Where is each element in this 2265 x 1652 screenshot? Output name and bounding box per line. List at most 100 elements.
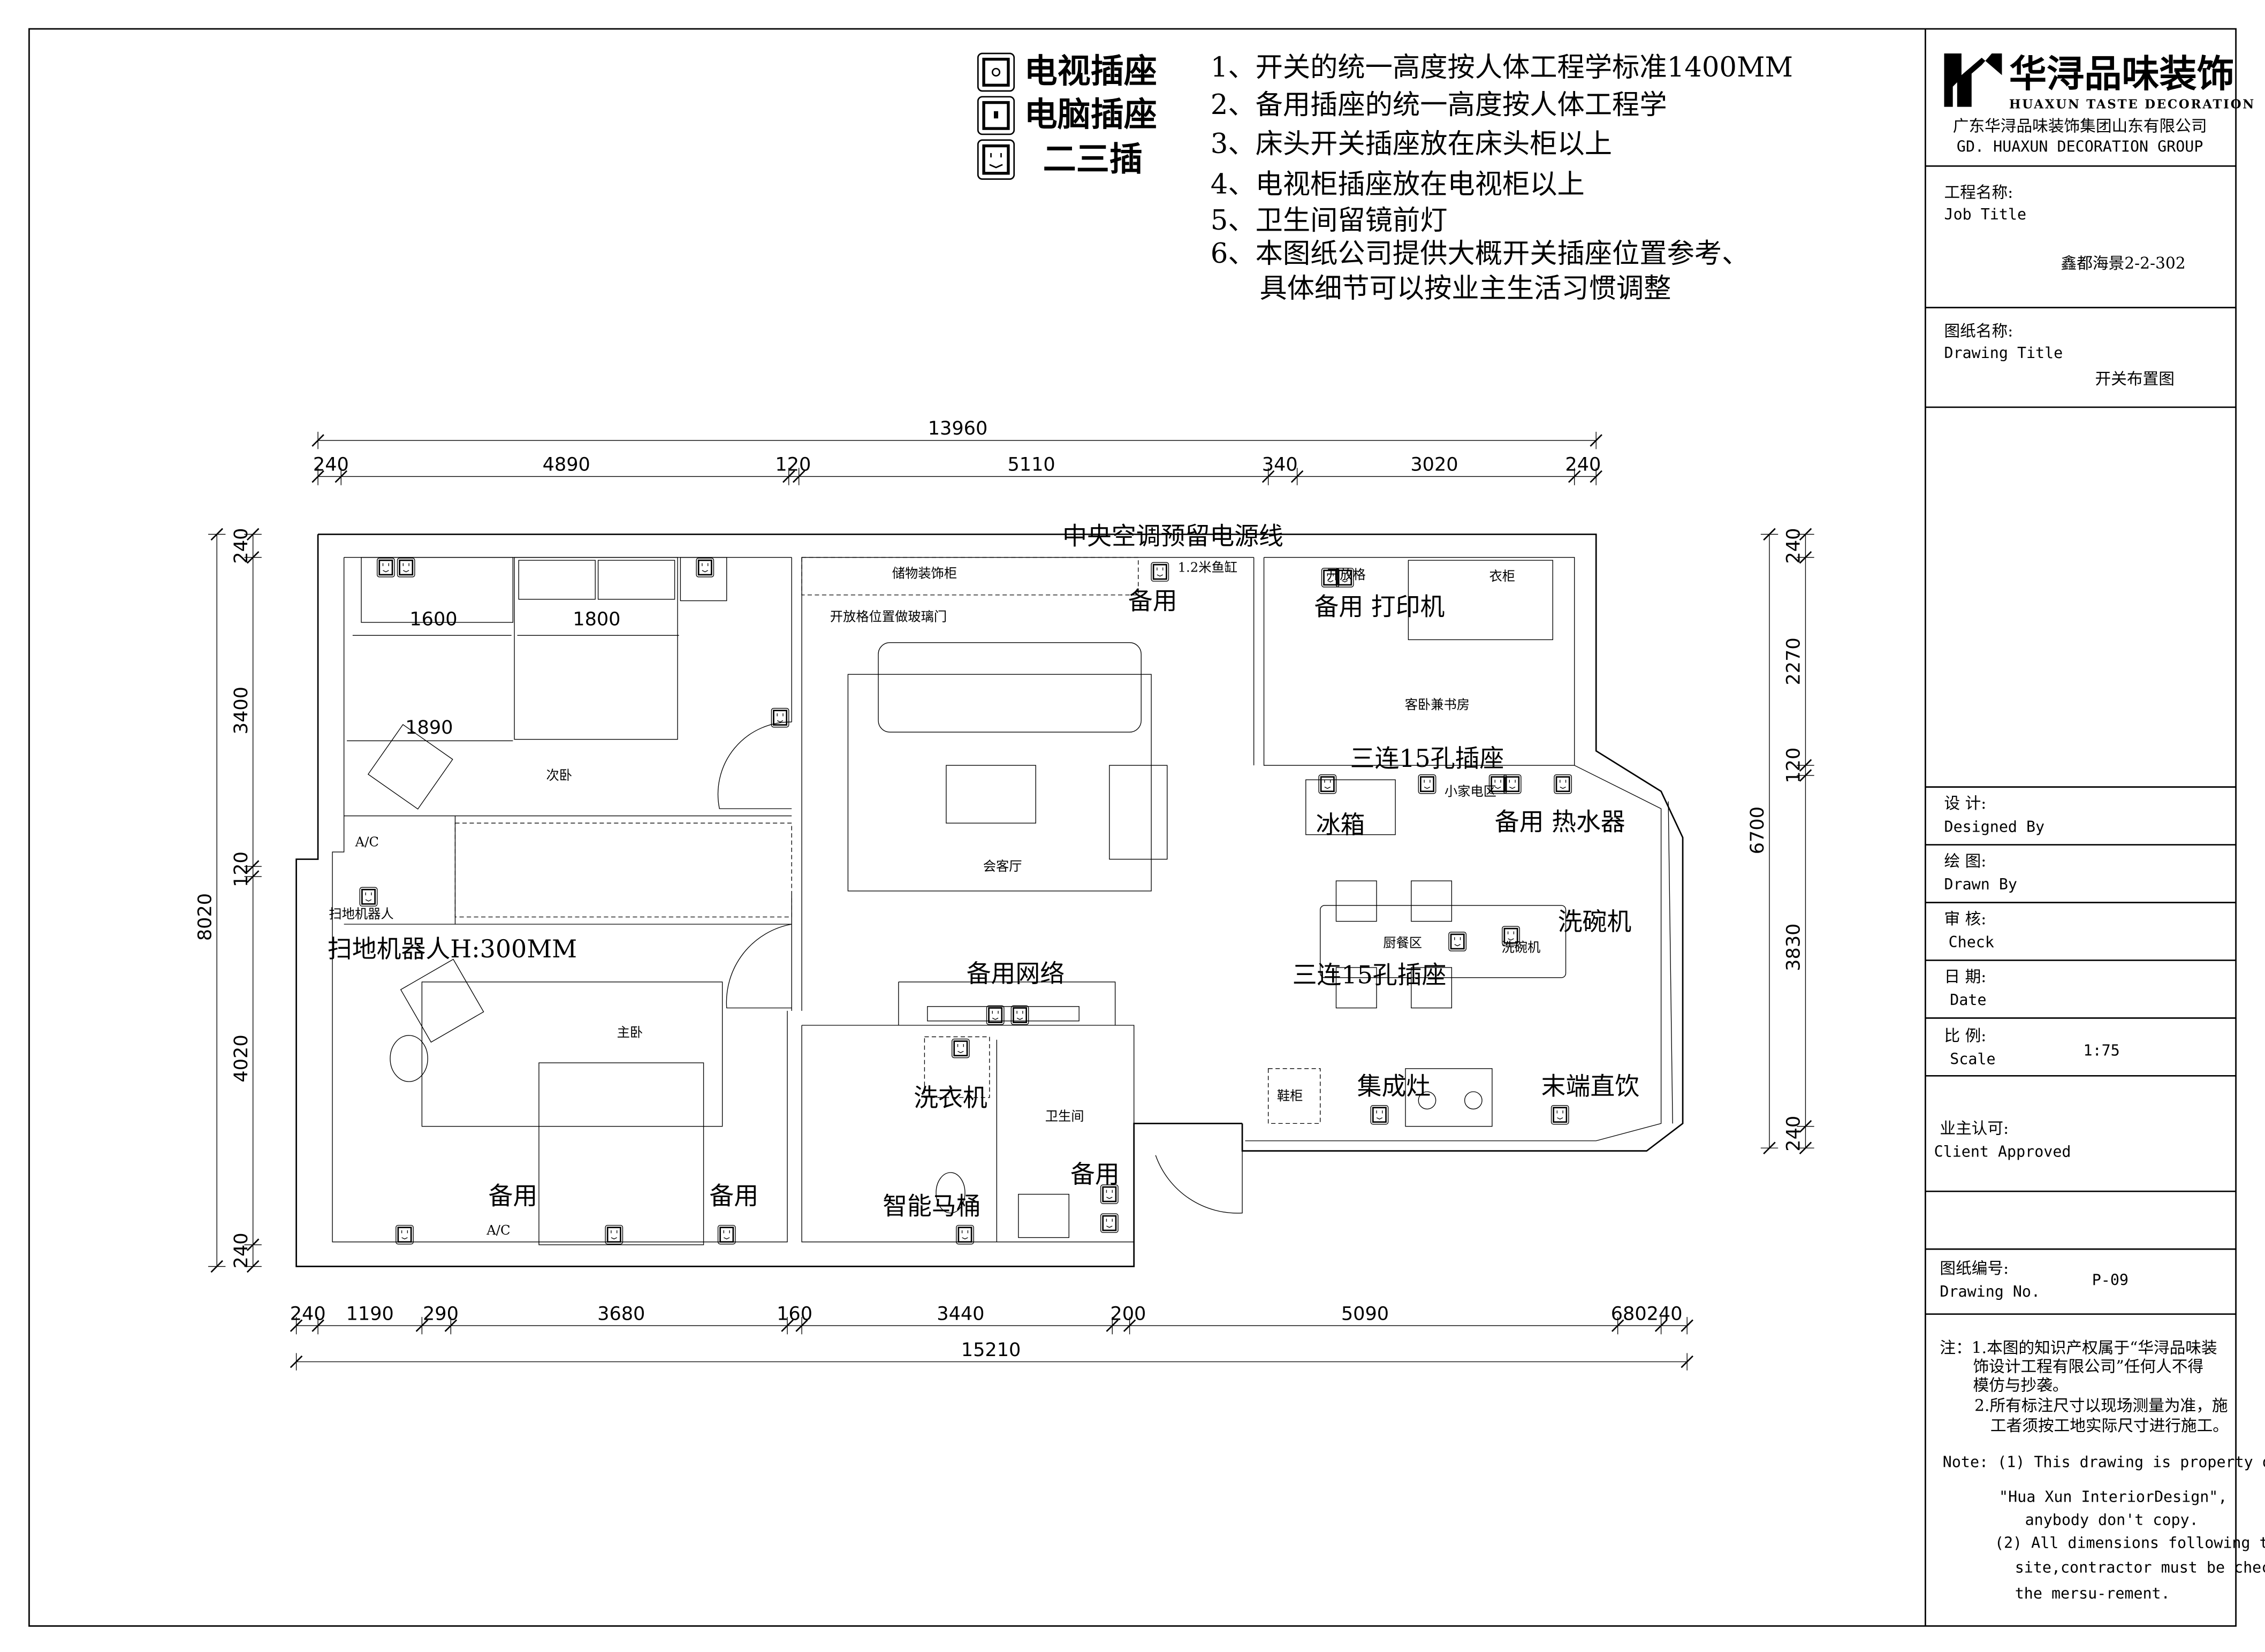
drawing-no-value: P-09 [2092,1272,2129,1289]
room-label: 次卧 [546,767,572,783]
bed-secondary [514,557,678,740]
pillow [518,560,596,600]
door-swing [717,721,792,809]
dimension-label: 120 [230,851,252,887]
note-line: 4、电视柜插座放在电视柜以上 [1211,169,1585,201]
socket-outlet-icon [1370,1105,1389,1125]
outlet-annotations: 中央空调预留电源线 备用 备用 打印机 三连15孔插座 冰箱 备用 热水器 洗碗… [328,521,1639,1220]
interior-dimension: 1800 [573,608,620,630]
dimension-label: 6700 [1746,806,1768,854]
stove [1405,1068,1493,1127]
dimension-label: 3680 [597,1303,645,1324]
tv-outlet-icon [977,52,1015,92]
socket-outlet-icon [1503,774,1522,794]
note-en: "Hua Xun InteriorDesign", [1999,1488,2227,1505]
armchair [400,958,484,1043]
note-cn: 注：1.本图的知识产权属于“华浔品味装 [1940,1338,2217,1357]
socket-outlet-icon [986,1005,1005,1025]
socket-outlet-icon [1100,1213,1119,1233]
date-label-en: Date [1950,991,1986,1009]
annotation-smart-toilet: 智能马桶 [883,1191,981,1220]
job-title-label: 工程名称: [1944,183,2013,202]
note-line: 2、备用插座的统一高度按人体工程学 [1211,89,1667,121]
legend: 电视插座 电脑插座 二三插 [977,51,1157,180]
master-rug [421,981,723,1127]
toilet [936,1172,966,1214]
dimension-label: 3440 [937,1303,984,1324]
socket-outlet-icon [1100,1184,1119,1204]
dimension-label: 290 [423,1303,459,1324]
dining-table [1320,905,1567,978]
bathroom-sink [1018,1193,1069,1238]
burner [1418,1091,1436,1110]
laundry-machine-area [924,1036,990,1098]
interior-dimension: 1890 [405,717,453,739]
dimension-label: 1190 [346,1303,394,1324]
coffee-table [946,765,1036,824]
socket-outlet-icon [717,1224,736,1245]
living-rug [847,674,1152,892]
annotation-spare: 备用 [1128,587,1177,615]
designed-label: 设 计: [1944,794,1987,812]
dimension-label: 120 [775,454,811,476]
job-title-label-en: Job Title [1944,205,2027,223]
annotation-water-heater: 备用 热水器 [1495,808,1625,836]
dimension-label: 5090 [1341,1303,1389,1324]
drawing-no-label-en: Drawing No. [1940,1283,2040,1300]
bed-master [538,1062,704,1245]
dimension-label: 680240 [1611,1303,1683,1324]
dimension-label: 200 [1110,1303,1146,1324]
scale-label-en: Scale [1950,1050,1995,1068]
socket-outlet-icon [1448,932,1467,951]
annotation-fridge: 冰箱 [1316,810,1365,839]
job-title-value: 鑫都海景2-2-302 [2061,254,2186,272]
annotation-ac-power: 中央空调预留电源线 [1062,521,1283,550]
annotation-water-purifier: 末端直饮 [1541,1071,1639,1100]
dimension-label: 240 [230,1232,252,1268]
note-cn: 模仿与抄袭。 [1973,1376,2068,1395]
socket-outlet-icon [1318,774,1337,794]
furniture-label: 衣柜 [1489,568,1516,584]
company-logo: 华浔品味装饰 HUAXUN TASTE DECORATION [1944,51,2254,111]
room-labels: 次卧 会客厅 主卧 客卧兼书房 厨餐区 卫生间 衣柜 储物装饰柜 开放格位置做玻… [329,560,1540,1238]
socket-outlet-icon [1550,1105,1569,1125]
furniture-label: 鞋柜 [1277,1088,1303,1103]
furniture-label: 储物装饰柜 [892,565,957,581]
drawing-title-label: 图纸名称: [1944,322,2013,340]
dimension-label: 240 [1783,1116,1805,1152]
room-label: 厨餐区 [1383,935,1422,950]
interior-dimensions: 1600 1800 1890 [347,608,679,741]
chair [1411,880,1453,922]
dimension-label: 3830 [1783,924,1805,971]
socket-outlet-icon [377,558,395,577]
outlets [359,558,1572,1245]
room-label: 主卧 [617,1024,643,1040]
annotation-dishwasher: 洗碗机 [1558,907,1632,936]
dimension-label: 2270 [1783,637,1805,685]
socket-outlet-icon [771,707,789,728]
dimension-label: 240 [1565,454,1601,476]
note-en: anybody don't copy. [2025,1511,2199,1529]
socket-outlet-icon [952,1038,970,1059]
door-swing [726,924,792,1009]
furniture-label: 开放格 [1327,567,1366,582]
annotation-robot-vacuum: 扫地机器人H:300MM [328,934,577,963]
annotation-spare: 备用 [709,1181,758,1210]
interior-dimension: 1600 [409,608,457,630]
annotation-triple-outlet: 三连15孔插座 [1293,961,1447,989]
socket-outlet-icon [605,1224,624,1245]
dimension-label: 240 [290,1303,326,1324]
legend-label: 二三插 [1043,139,1143,178]
company-en: GD. HUAXUN DECORATION GROUP [1957,138,2203,155]
dimension-label: 5110 [1007,454,1055,476]
furniture-label: A/C [355,834,379,849]
furniture-label: A/C [486,1222,510,1238]
dimension-label: 3400 [230,687,252,734]
socket-outlet-icon [1321,568,1340,588]
chair [1335,880,1377,922]
annotation-spare: 备用 [489,1181,538,1210]
furniture-label: 小家电区 [1445,783,1496,799]
annotation-washer: 洗衣机 [914,1083,987,1112]
nightstand [680,557,727,602]
